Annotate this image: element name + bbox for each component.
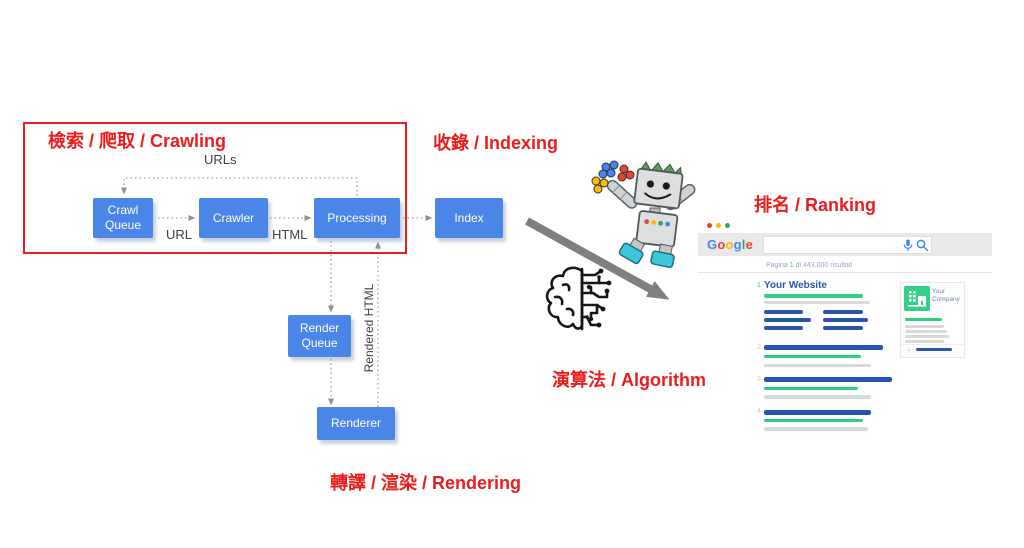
logo-letter: l	[741, 237, 746, 252]
sitelink-bar[interactable]	[764, 310, 803, 314]
edge-label-rendered-html: Rendered HTML	[362, 283, 376, 373]
card-line	[905, 325, 944, 328]
window-close-dot	[707, 223, 712, 228]
sitelink-bar[interactable]	[764, 318, 811, 322]
node-crawler: Crawler	[199, 198, 268, 238]
serp-mockup-window: Google Pagina 1 di 443.000 risultati	[698, 220, 992, 465]
sitelink-bar[interactable]	[823, 318, 868, 322]
sitelink-bar[interactable]	[823, 325, 863, 330]
logo-letter: G	[707, 237, 718, 252]
result-snippet-bar	[764, 300, 870, 304]
node-processing: Processing	[314, 198, 400, 238]
company-building-icon	[904, 286, 930, 311]
result-snippet-bar	[764, 395, 871, 399]
flowers-icon	[591, 160, 635, 194]
card-link-bar[interactable]	[916, 347, 952, 351]
node-index: Index	[435, 198, 503, 238]
result-rank: 2	[757, 344, 761, 351]
logo-letter: o	[717, 237, 726, 252]
result-url-bar	[764, 354, 861, 358]
node-render-queue: Render Queue	[288, 315, 351, 357]
algorithm-stage-label: 演算法 / Algorithm	[552, 370, 706, 390]
edge-label-html: HTML	[272, 227, 308, 242]
card-line	[905, 340, 944, 343]
search-icon[interactable]	[916, 239, 929, 252]
node-crawl-queue: Crawl Queue	[93, 198, 153, 238]
company-knowledge-card: Your Company ⌄	[900, 282, 965, 358]
googlebot-mascot-image	[591, 160, 696, 269]
serp-header-bar: Google	[698, 233, 992, 256]
window-minimize-dot	[716, 223, 721, 228]
serp-divider	[698, 272, 992, 273]
result-snippet-bar	[764, 427, 868, 431]
indexing-stage-label: 收錄 / Indexing	[433, 133, 559, 153]
brain-algorithm-icon	[545, 266, 612, 331]
result-rank: 4	[757, 408, 761, 415]
card-divider	[901, 344, 964, 345]
logo-letter: g	[733, 237, 742, 252]
search-bar[interactable]	[763, 236, 932, 254]
chevron-down-icon[interactable]: ⌄	[906, 346, 912, 353]
card-line	[905, 335, 949, 338]
google-logo: Google	[707, 237, 753, 252]
edge-label-url: URL	[166, 227, 193, 242]
card-line	[905, 330, 947, 333]
microphone-icon[interactable]	[902, 239, 914, 252]
search-input[interactable]	[766, 237, 900, 253]
crawling-stage-frame	[23, 122, 407, 254]
logo-letter: e	[745, 237, 754, 252]
result-url-bar	[764, 386, 858, 390]
result-title-bar[interactable]	[764, 377, 892, 382]
result-title-bar[interactable]	[764, 409, 871, 415]
result-title-link[interactable]: Your Website	[764, 280, 827, 291]
window-maximize-dot	[725, 223, 730, 228]
rendering-stage-label: 轉譯 / 渲染 / Rendering	[330, 473, 522, 493]
edge-label-urls: URLs	[204, 152, 237, 167]
sitelink-bar[interactable]	[764, 325, 803, 330]
crawling-stage-label: 檢索 / 爬取 / Crawling	[48, 131, 227, 151]
company-name: Your Company	[932, 288, 960, 304]
node-renderer: Renderer	[317, 407, 395, 440]
ranking-stage-label: 排名 / Ranking	[754, 195, 877, 215]
logo-letter: o	[725, 237, 734, 252]
card-line	[905, 318, 942, 321]
result-rank: 1	[757, 282, 761, 289]
result-url-bar	[764, 294, 863, 298]
results-count-text: Pagina 1 di 443.000 risultati	[766, 262, 853, 269]
result-url-bar	[764, 418, 863, 422]
sitelink-bar[interactable]	[823, 310, 863, 314]
result-title-bar[interactable]	[764, 345, 883, 350]
result-snippet-bar	[764, 363, 871, 367]
page-number: 1	[789, 262, 794, 269]
result-rank: 3	[757, 376, 761, 383]
